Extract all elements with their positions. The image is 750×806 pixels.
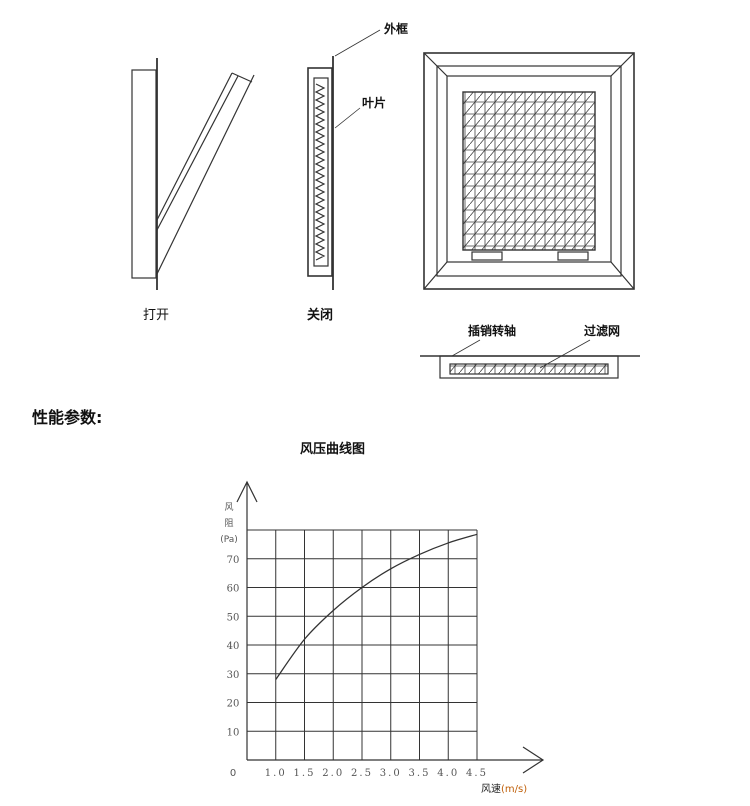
origin-label: 0 — [230, 768, 236, 779]
x-axis-arrow — [522, 746, 545, 774]
y-tick-label: 30 — [227, 670, 240, 681]
x-tick-label: 2.5 — [351, 768, 373, 779]
y-axis-arrow — [236, 480, 258, 503]
closed-side-view — [307, 29, 381, 290]
y-tick-label: 60 — [227, 584, 240, 595]
y-tick-label: 50 — [227, 612, 240, 623]
y-tick-label: 10 — [227, 727, 240, 738]
x-tick-label: 2.0 — [322, 768, 344, 779]
y-axis-label: 阻 — [224, 518, 233, 529]
y-tick-label: 70 — [227, 555, 240, 566]
x-axis-label: 风速(m/s) — [481, 783, 527, 795]
x-tick-label: 3.5 — [409, 768, 431, 779]
section-title: 性能参数: — [32, 408, 103, 427]
y-axis-label: 风 — [224, 502, 233, 513]
chart-title: 风压曲线图 — [300, 442, 366, 457]
section-view — [420, 339, 640, 379]
series-line-wind-resistance — [275, 533, 478, 680]
label-open: 打开 — [143, 308, 170, 323]
callout-frame: 外框 — [384, 22, 409, 36]
y-tick-label: 40 — [227, 641, 240, 652]
callout-filter: 过滤网 — [584, 324, 621, 338]
open-side-view — [131, 58, 255, 290]
x-tick-label: 4.5 — [466, 768, 488, 779]
callout-blade: 叶片 — [362, 96, 387, 110]
y-axis-label: (Pa) — [220, 535, 238, 545]
y-tick-label: 20 — [227, 699, 240, 710]
x-tick-label: 4.0 — [437, 768, 459, 779]
front-view — [423, 52, 635, 290]
x-tick-label: 1.0 — [265, 768, 287, 779]
label-closed: 关闭 — [307, 308, 334, 323]
x-axis-unit: (m/s) — [501, 784, 527, 795]
callout-pin: 插销转轴 — [468, 324, 517, 338]
x-tick-label: 1.5 — [294, 768, 316, 779]
x-tick-label: 3.0 — [380, 768, 402, 779]
